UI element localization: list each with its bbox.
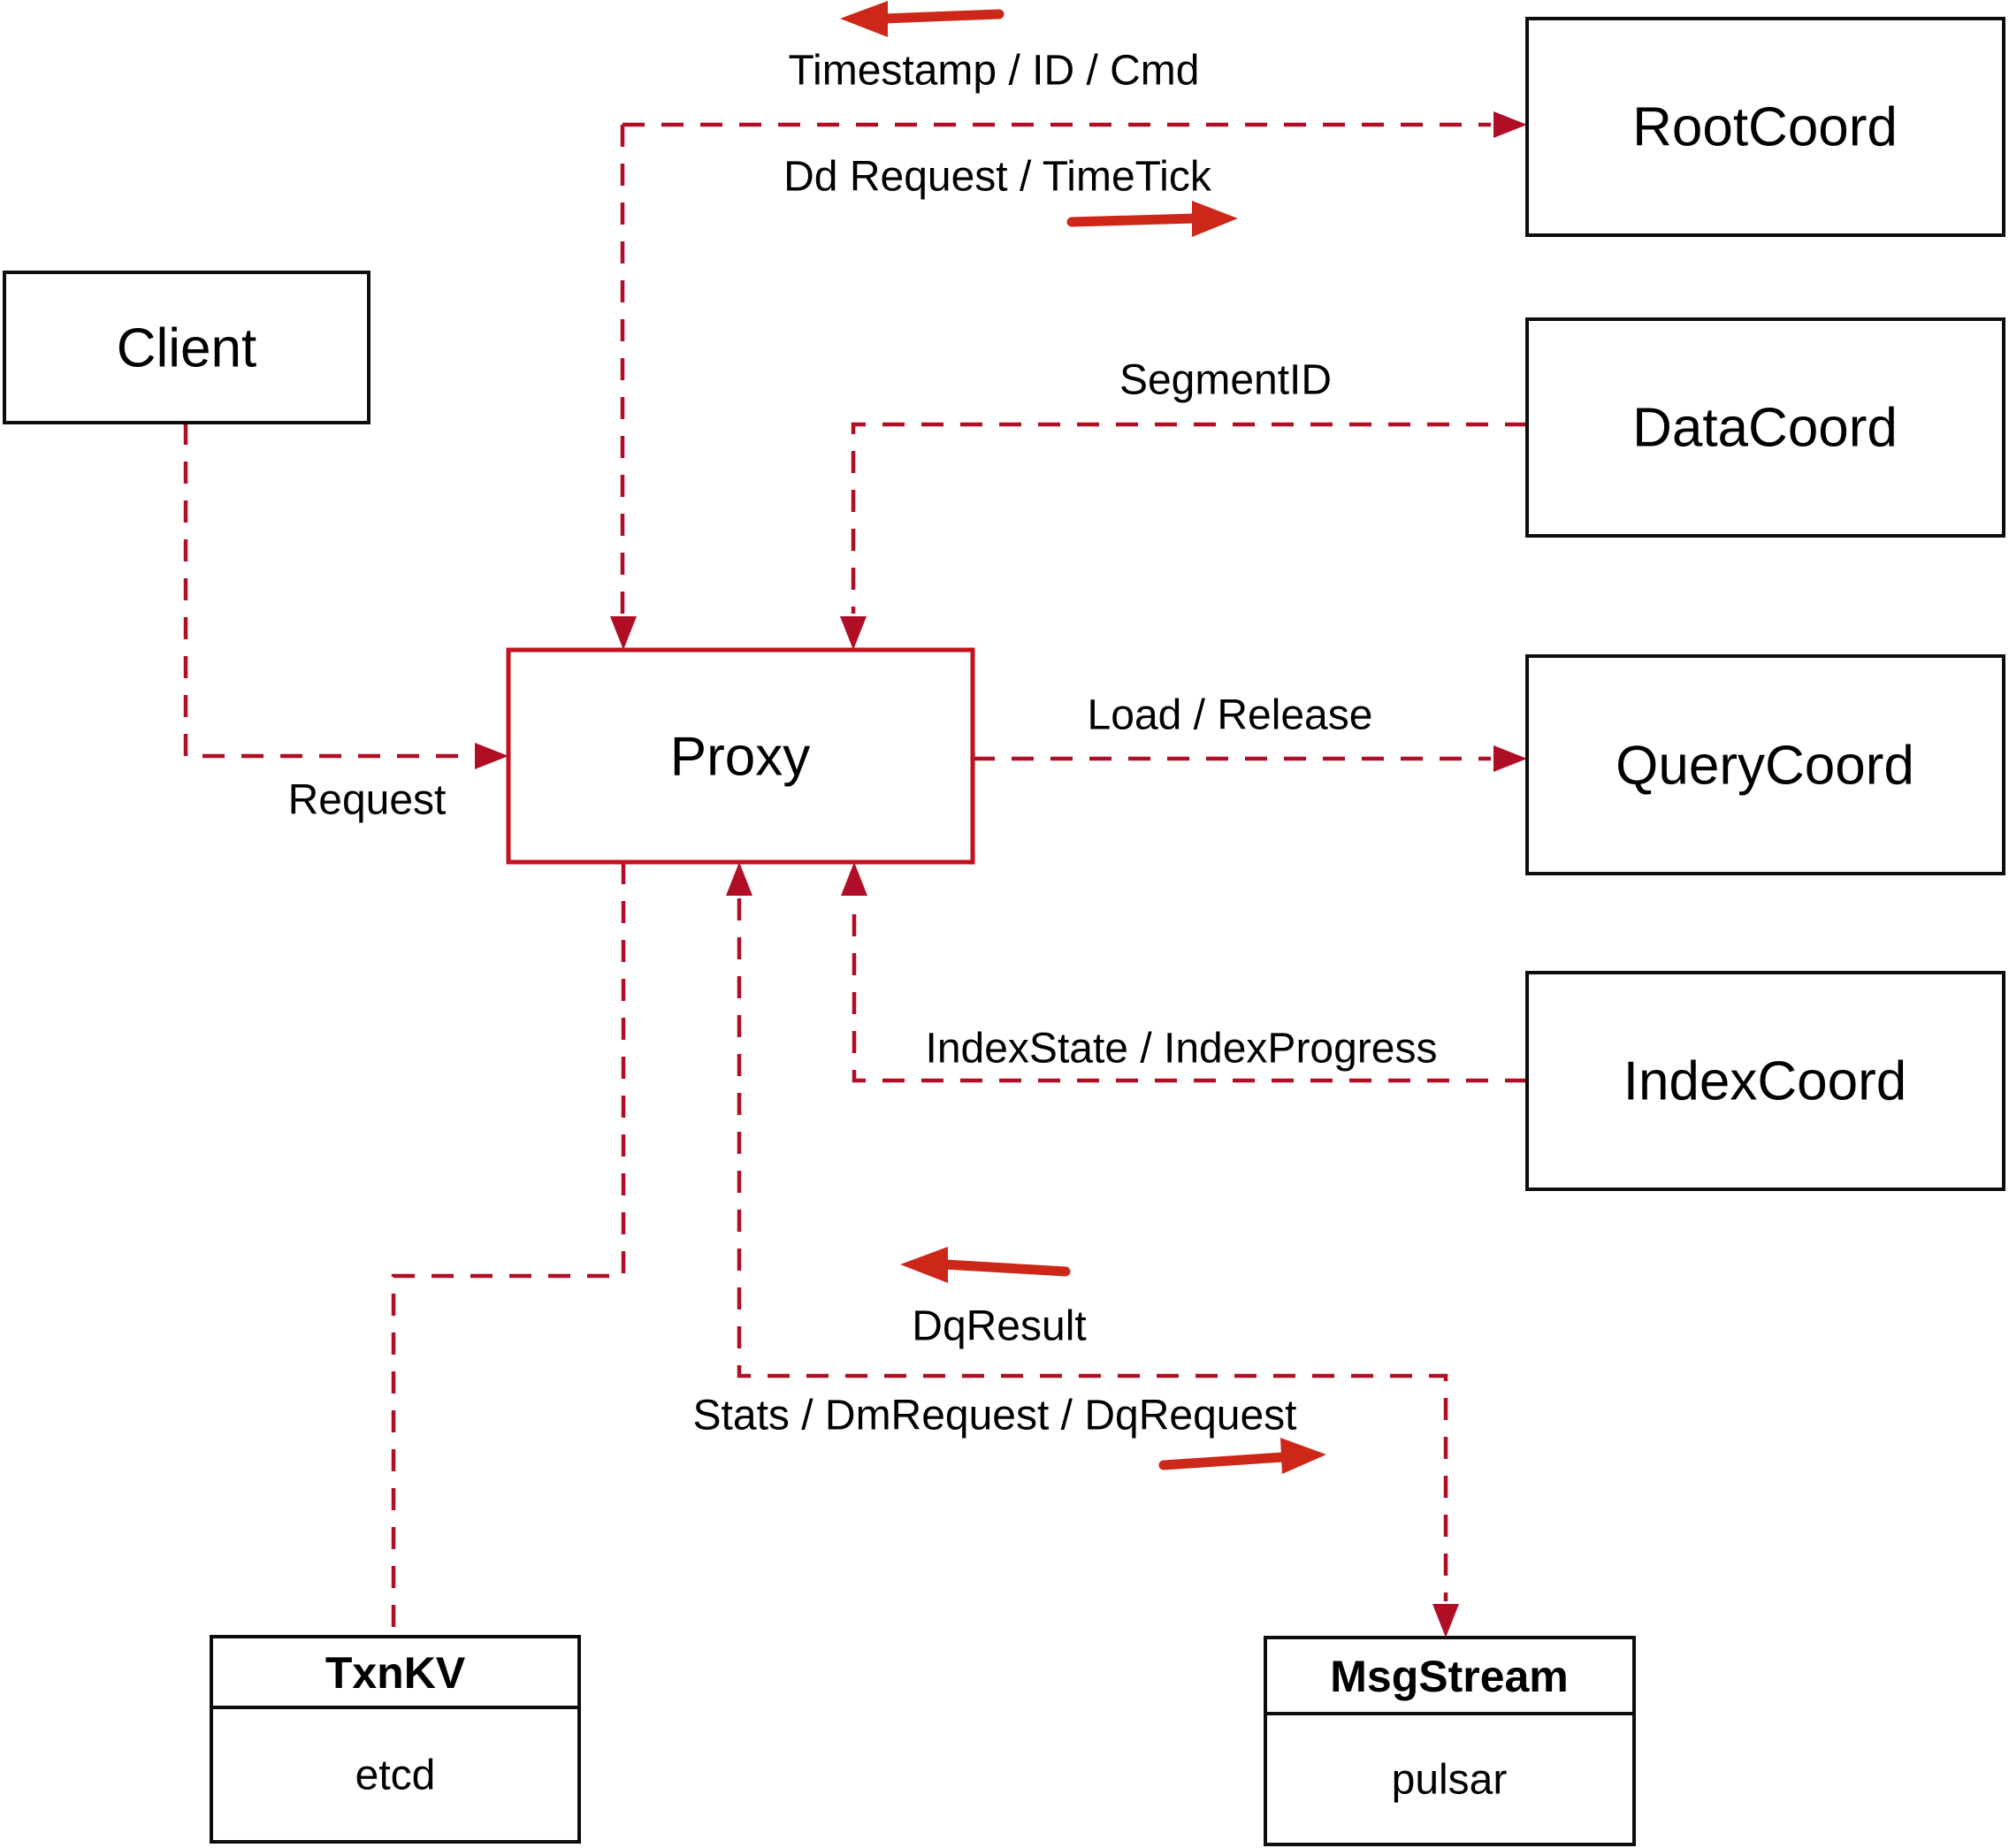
dashed-edges (183, 122, 1527, 1637)
edge-arrowheads (475, 111, 1527, 1638)
right-arrow-icon-stats (1280, 1438, 1326, 1474)
querycoord-label: QueryCoord (1616, 736, 1914, 797)
datacoord-node (1525, 317, 2005, 538)
edge-indexcoord-proxy (852, 898, 1527, 1083)
msgstream-subtitle: pulsar (1392, 1757, 1508, 1804)
edge-label-dd-request-timetick: Dd Request / TimeTick (783, 154, 1212, 201)
edge-label-load-release: Load / Release (1088, 692, 1373, 739)
proxy-node (506, 647, 975, 865)
arrowhead-into-proxy-left (475, 743, 508, 769)
arrowhead-into-msgstream (1432, 1604, 1459, 1638)
rootcoord-label: RootCoord (1632, 97, 1898, 158)
indexcoord-label: IndexCoord (1623, 1051, 1907, 1112)
left-arrow-shaft-dq-result (939, 1259, 1071, 1277)
indexcoord-node (1525, 971, 2005, 1191)
node-boxes (3, 17, 2005, 1846)
txnkv-title: TxnKV (325, 1648, 466, 1698)
edge-label-segment-id: SegmentID (1119, 357, 1332, 404)
edge-label-index-state-progress: IndexState / IndexProgress (926, 1026, 1438, 1073)
msgstream-title: MsgStream (1330, 1652, 1569, 1701)
txnkv-subtitle: etcd (355, 1753, 436, 1799)
edge-label-timestamp-id-cmd: Timestamp / ID / Cmd (789, 48, 1200, 95)
left-arrow-icon-dq-result (900, 1247, 948, 1283)
client-label: Client (117, 318, 257, 379)
arrowhead-into-proxy-bottom-left (726, 862, 752, 896)
arrowhead-into-proxy-bottom-right (841, 862, 867, 896)
solid-direction-arrows (840, 1, 1326, 1474)
left-arrow-shaft-timestamp (879, 9, 1004, 24)
txnkv-node (210, 1635, 581, 1844)
arrowhead-into-proxy-top-right (840, 616, 867, 650)
right-arrow-icon-dd-request (1192, 201, 1238, 237)
arrowhead-into-querycoord (1493, 745, 1527, 772)
edge-proxy-msgstream (737, 898, 1448, 1601)
arrowhead-into-rootcoord (1493, 111, 1527, 138)
right-arrow-shaft-dd-request (1066, 213, 1201, 227)
msgstream-node (1264, 1636, 1636, 1846)
edge-datacoord-proxy (851, 422, 1527, 614)
client-node (3, 271, 370, 424)
edge-client-proxy (183, 423, 472, 759)
edge-label-request: Request (288, 777, 447, 824)
datacoord-label: DataCoord (1632, 398, 1898, 459)
edge-label-dq-result: DqResult (912, 1303, 1086, 1350)
proxy-label: Proxy (670, 727, 810, 788)
edge-label-stats-dm-dq-request: Stats / DmRequest / DqRequest (693, 1393, 1297, 1439)
rootcoord-node (1525, 17, 2005, 237)
querycoord-node (1525, 654, 2005, 875)
left-arrow-icon-timestamp (840, 1, 888, 37)
arrowhead-into-proxy-top-left (610, 616, 637, 650)
edge-proxy-txnkv (391, 862, 626, 1637)
right-arrow-shaft-stats (1158, 1452, 1287, 1470)
